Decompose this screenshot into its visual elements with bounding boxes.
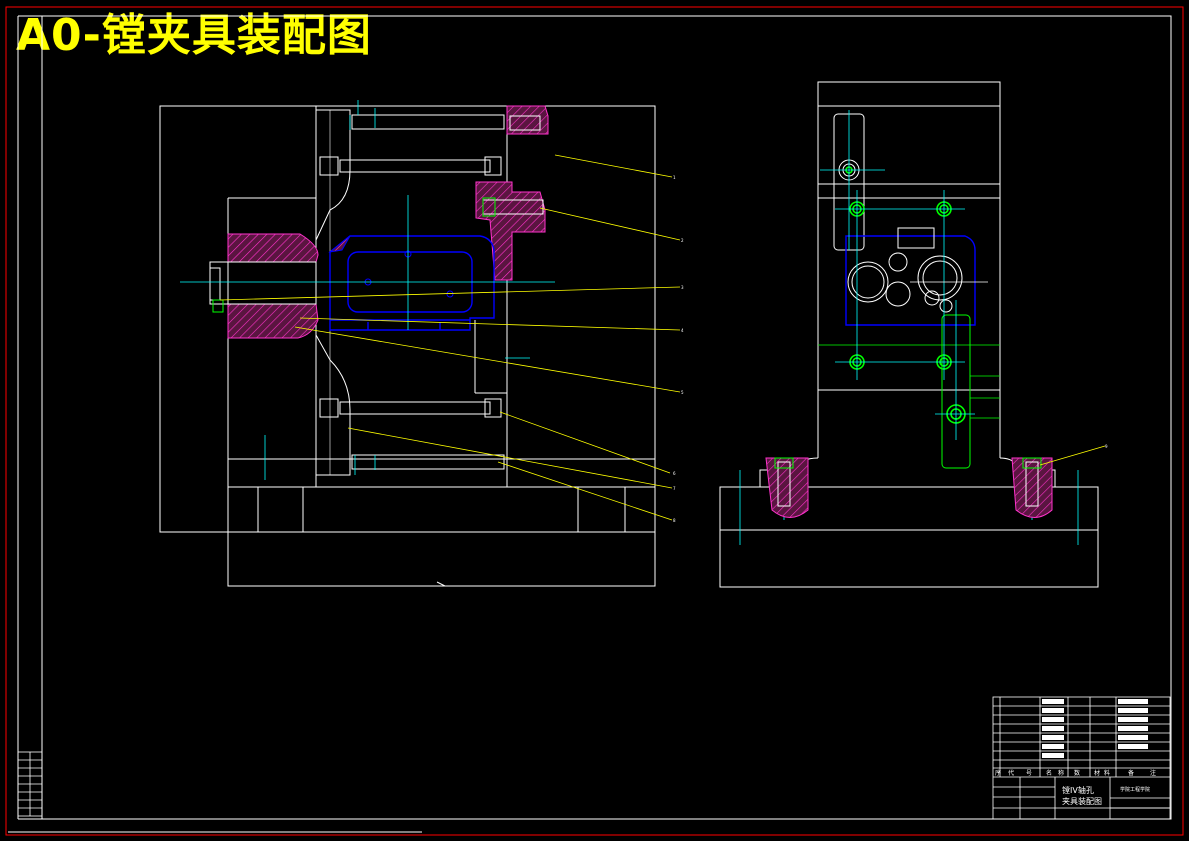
side-view: 9 [719, 81, 1108, 588]
svg-text:3: 3 [681, 285, 684, 290]
header-cell: 号 [1026, 770, 1032, 777]
outer-border [5, 6, 1184, 836]
front-view: 1 2 3 4 5 6 7 8 [159, 100, 684, 587]
svg-text:5: 5 [681, 390, 684, 395]
title-block-fill [1042, 699, 1148, 758]
svg-text:7: 7 [673, 486, 676, 491]
header-cell: 注 [1150, 769, 1156, 777]
header-cell: 备 [1128, 769, 1134, 777]
svg-text:2: 2 [681, 238, 684, 243]
drawing-title: A0-镗夹具装配图 [16, 10, 372, 61]
header-cell: 名 [1046, 769, 1052, 777]
svg-text:4: 4 [681, 328, 684, 333]
svg-text:9: 9 [1105, 444, 1108, 449]
title-block [992, 696, 1171, 820]
title-block-header-row: 序 代 号 名 称 数 材 料 备 注 [995, 769, 1156, 777]
stamp-block [17, 751, 43, 817]
svg-text:6: 6 [673, 471, 676, 476]
title-block-part-name-2: 夹具装配图 [1062, 796, 1102, 806]
drawing-frame [41, 15, 1172, 820]
header-cell: 代 [1008, 769, 1014, 777]
header-cell: 序 [995, 769, 1001, 777]
header-cell: 数 [1074, 769, 1080, 777]
title-block-school: 学院工程学院 [1120, 786, 1150, 793]
title-block-part-name-1: 镗IV轴孔 [1062, 785, 1094, 795]
header-cell: 称 [1058, 769, 1064, 777]
svg-text:1: 1 [673, 175, 676, 180]
svg-text:8: 8 [673, 518, 676, 523]
header-cell: 料 [1104, 769, 1110, 777]
header-cell: 材 [1094, 769, 1100, 777]
